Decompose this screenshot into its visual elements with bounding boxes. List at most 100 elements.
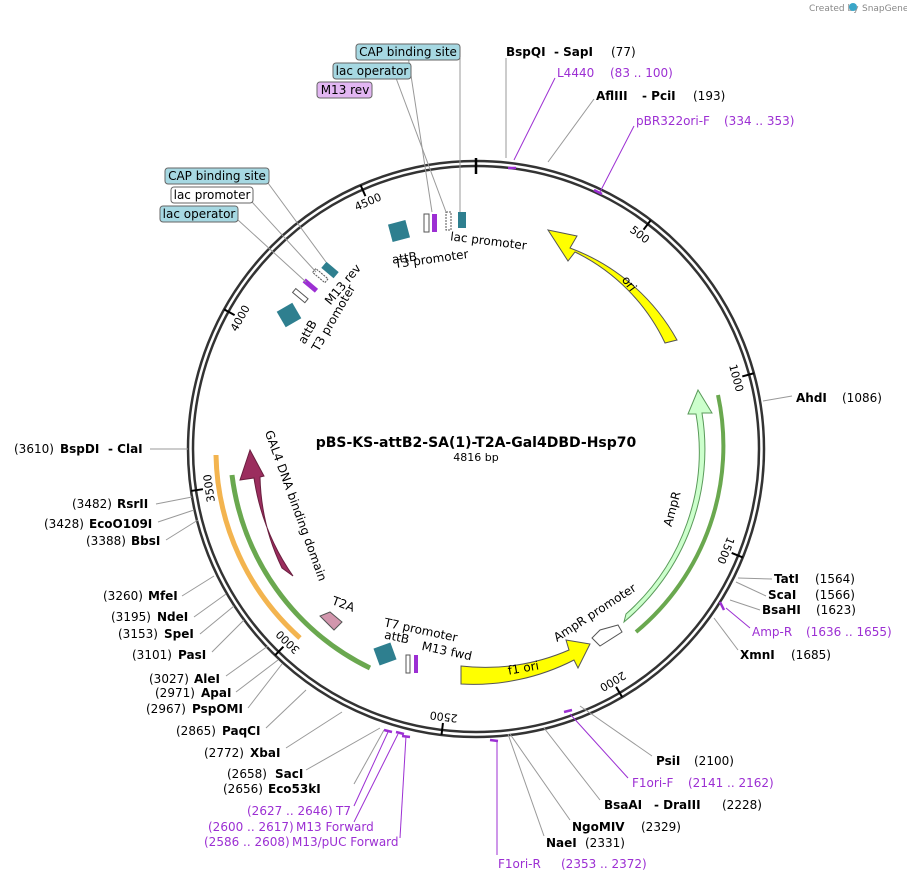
primer-f1ori-r-range: (2353 .. 2372) [561,857,647,871]
primer-ampr[interactable]: Amp-R [752,625,792,639]
m13-rev-left-feature[interactable] [302,278,319,293]
gal4-feature[interactable] [239,448,294,577]
left-green-track [229,474,372,671]
primer-l4440[interactable]: L4440 [557,66,594,80]
primer-t7[interactable]: T7 [335,804,351,818]
tick-label: 1500 [714,535,737,566]
site-xbai-pos: (2772) [204,746,244,760]
site-pasi-pos: (3101) [132,648,172,662]
site-spei[interactable]: SpeI [164,627,194,641]
t7-promoter-feature[interactable] [405,654,411,674]
site-rsrii[interactable]: RsrII [117,497,148,511]
site-bsahi-pos: (1623) [816,603,856,617]
site-ngomiv[interactable]: NgoMIV [572,820,625,834]
tick-label: 500 [627,223,652,246]
site-apai[interactable]: ApaI [201,686,231,700]
site-pspomi[interactable]: PspOMI [192,702,243,716]
site-psii[interactable]: PsiI [656,754,680,768]
f1-ori-feature[interactable] [460,639,591,685]
site-pcii[interactable]: - PciI [642,89,676,103]
t3-promoter-left-feature[interactable] [291,287,309,304]
site-clai[interactable]: - ClaI [108,442,143,456]
tag-lacop-left[interactable] [159,205,239,223]
primer-pbr322ori[interactable]: pBR322ori-F [636,114,710,128]
ampr-label: AmpR [661,490,684,528]
plasmid-length: 4816 bp [453,451,498,464]
t2a-feature[interactable] [319,611,343,631]
attb-bottom-label: attB [383,628,410,647]
tag-lacop-left-label: lac operator [163,207,236,221]
tag-lacop-top[interactable] [332,62,412,80]
tag-cap-top[interactable] [355,43,461,61]
site-paqci[interactable]: PaqCI [222,724,260,738]
tick-mark [190,488,204,492]
site-afliii[interactable]: AflIII [596,89,628,103]
ori-feature[interactable] [546,229,678,344]
site-bsaai[interactable]: BsaAI [604,798,642,812]
site-bsahi[interactable]: BsaHI [762,603,801,617]
lac-operator-top-feature[interactable] [445,211,452,231]
site-rsrii-pos: (3482) [72,497,112,511]
attb-bottom-feature[interactable] [373,642,397,666]
site-sapi[interactable]: - SapI [554,45,593,59]
site-scai[interactable]: ScaI [768,588,796,602]
site-ndei[interactable]: NdeI [157,610,188,624]
site-paqci-pos: (2865) [176,724,216,738]
site-ndei-pos: (3195) [111,610,151,624]
t3-promoter-top-feature[interactable] [423,213,430,233]
primer-f1ori-f[interactable]: F1ori-F [632,776,673,790]
tick-mark [440,722,444,736]
site-saci[interactable]: SacI [275,767,303,781]
ampr-feature[interactable] [623,388,713,624]
site-alei[interactable]: AleI [194,672,220,686]
site-tati[interactable]: TatI [774,572,799,586]
site-xmni[interactable]: XmnI [740,648,775,662]
site-saci-pos: (2658) [227,767,267,781]
tick-mark [223,308,236,317]
primer-m13f[interactable]: M13 Forward [296,820,374,834]
site-pasi[interactable]: PasI [178,648,206,662]
left-site-labels: (3610) BspDI - ClaI (3482) RsrII (3428) … [14,442,411,849]
tick-mark [742,372,755,378]
tag-m13rev-top[interactable] [316,81,373,99]
attb-top-feature[interactable] [387,219,411,243]
primer-l4440-range: (83 .. 100) [610,66,673,80]
tag-cap-left[interactable] [164,167,270,185]
m13-rev-top-feature[interactable] [432,214,437,232]
tag-m13rev-top-label: M13 rev [321,83,370,97]
cap-left-feature[interactable] [321,261,339,279]
tag-lacop-top-label: lac operator [336,64,409,78]
site-bbsi[interactable]: BbsI [131,534,160,548]
site-eco53ki[interactable]: Eco53kI [268,782,321,796]
site-eco0109i[interactable]: EcoO109I [89,517,152,531]
site-draiii[interactable]: - DraIII [654,798,701,812]
snapgene-brand: SnapGene [862,4,907,14]
plasmid-name: pBS-KS-attB2-SA(1)-T2A-Gal4DBD-Hsp70 [316,435,637,451]
site-naei[interactable]: NaeI [546,836,577,850]
ampr-promoter-feature[interactable] [591,624,623,647]
tick-label: 1000 [726,363,746,393]
tick-mark [615,686,624,698]
site-bspqi[interactable]: BspQI [506,45,546,59]
primer-t7-range: (2627 .. 2646) [247,804,333,818]
tick-mark [359,184,367,197]
primer-m13puc-range: (2586 .. 2608) [204,835,290,849]
tick-mark [642,219,652,231]
tag-lacpro-left[interactable] [170,186,254,204]
site-mfei[interactable]: MfeI [148,589,178,603]
site-pspomi-pos: (2967) [146,702,186,716]
site-xbai[interactable]: XbaI [250,746,280,760]
site-bspdi[interactable]: BspDI [60,442,99,456]
site-ngomiv-pos: (2329) [641,820,681,834]
site-xmni-pos: (1685) [791,648,831,662]
attb-left-feature[interactable] [276,302,302,328]
lac-operator-left-feature[interactable] [311,267,329,284]
cap-top-feature[interactable] [458,212,466,228]
site-ahdi[interactable]: AhdI [796,391,827,405]
m13-fwd-feature[interactable] [414,655,418,673]
site-naei-pos: (2331) [585,836,625,850]
primer-f1ori-r[interactable]: F1ori-R [498,857,541,871]
tag-cap-top-label: CAP binding site [359,45,457,59]
primer-m13puc[interactable]: M13/pUC Forward [292,835,399,849]
primer-f1ori-f-range: (2141 .. 2162) [688,776,774,790]
